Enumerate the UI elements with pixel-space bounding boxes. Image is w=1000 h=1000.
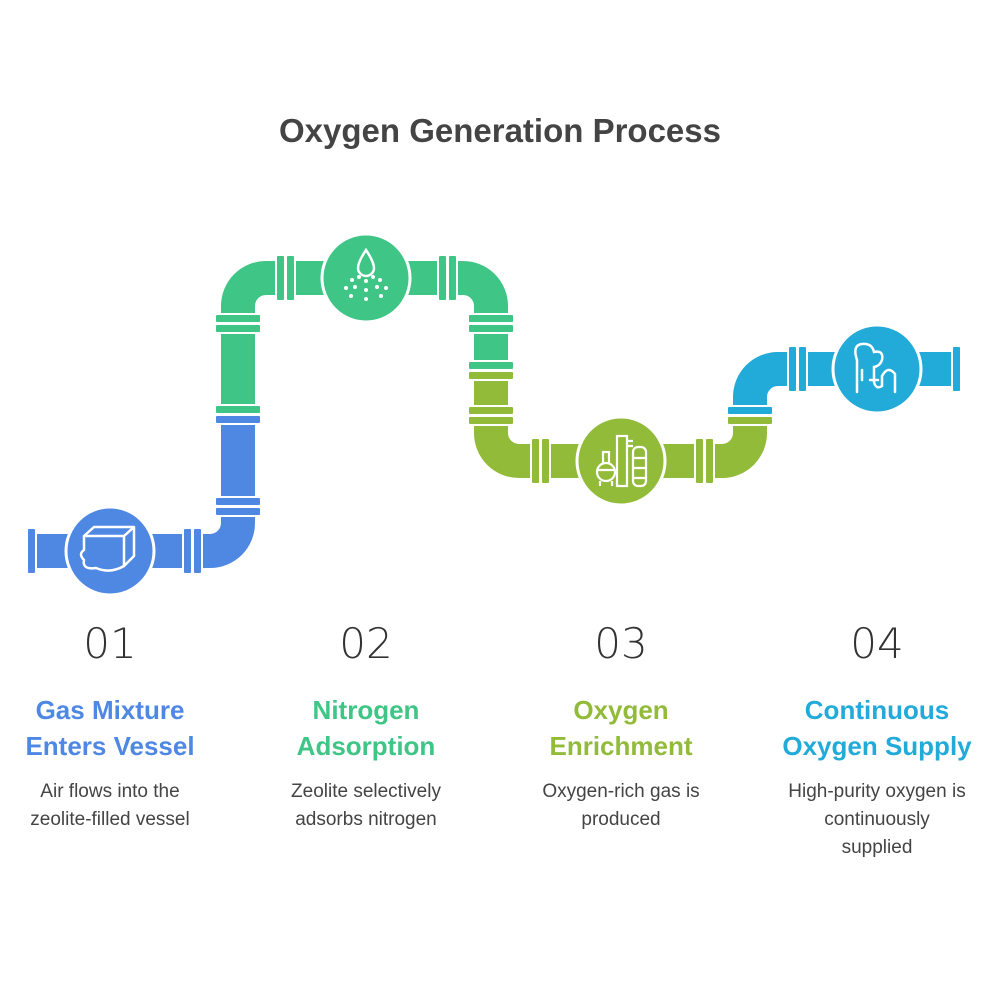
coupling bbox=[285, 254, 296, 302]
step-4-node bbox=[831, 323, 923, 415]
coupling bbox=[726, 415, 774, 426]
coupling bbox=[192, 527, 203, 575]
coupling bbox=[214, 323, 262, 334]
coupling bbox=[704, 437, 715, 485]
droplet-spray-icon bbox=[344, 247, 388, 301]
coupling bbox=[26, 527, 37, 575]
refinery-icon bbox=[595, 434, 648, 488]
step-1-node bbox=[64, 505, 156, 597]
coupling bbox=[467, 405, 515, 416]
step-3-node bbox=[575, 415, 667, 507]
coupling bbox=[467, 370, 515, 381]
coupling bbox=[540, 437, 551, 485]
coupling bbox=[951, 345, 962, 393]
page-title: Oxygen Generation Process bbox=[278, 112, 721, 149]
pipeline-diagram bbox=[26, 232, 962, 597]
coupling bbox=[530, 437, 541, 485]
step-number: 03 bbox=[594, 619, 648, 668]
vessel-icon bbox=[79, 525, 136, 572]
coupling bbox=[182, 527, 193, 575]
coupling bbox=[214, 404, 262, 415]
coupling bbox=[214, 506, 262, 517]
coupling bbox=[467, 313, 515, 324]
coupling bbox=[467, 415, 515, 426]
step-2-node bbox=[320, 232, 412, 324]
step-number: 01 bbox=[83, 619, 137, 668]
coupling bbox=[214, 414, 262, 425]
coupling bbox=[467, 360, 515, 371]
step-number: 04 bbox=[850, 619, 904, 668]
coupling bbox=[467, 323, 515, 334]
coupling bbox=[214, 313, 262, 324]
pipe-couplings bbox=[26, 254, 962, 575]
coupling bbox=[694, 437, 705, 485]
pipe-segment-blue bbox=[35, 414, 255, 568]
coupling bbox=[797, 345, 808, 393]
coupling bbox=[437, 254, 448, 302]
step-number: 02 bbox=[339, 619, 393, 668]
coupling bbox=[726, 405, 774, 416]
pipe-segment-cyan bbox=[733, 352, 957, 414]
coupling bbox=[275, 254, 286, 302]
coupling bbox=[787, 345, 798, 393]
lungs-tube-icon bbox=[854, 342, 897, 394]
coupling bbox=[214, 496, 262, 507]
coupling bbox=[447, 254, 458, 302]
